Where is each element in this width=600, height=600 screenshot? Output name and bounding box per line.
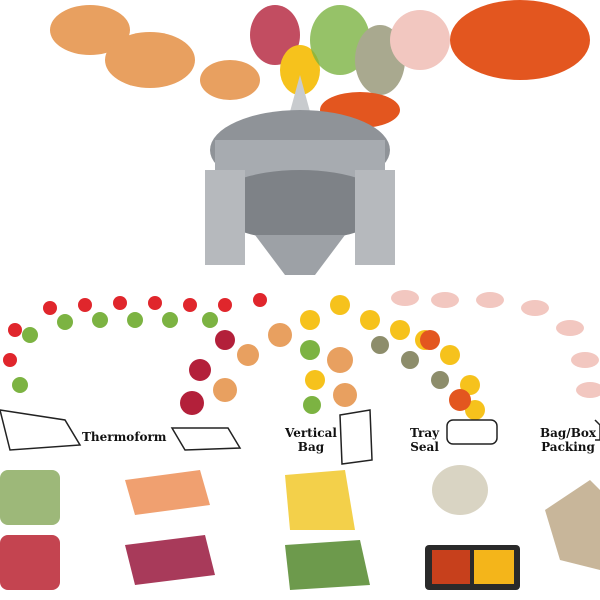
food-spray-top: [50, 0, 590, 128]
package-icons: [0, 409, 600, 465]
box-icon: [594, 419, 600, 441]
thermoform-tray-icon: [170, 427, 242, 451]
label-vertical-bag-line2: Bag: [297, 440, 325, 454]
tray-seal-icon: [446, 419, 498, 445]
multihead-weigher-machine: [205, 75, 395, 275]
label-thermoform: Thermoform: [82, 430, 167, 444]
label-bag-box-line2: Packing: [541, 440, 595, 454]
label-tray-seal-line2: Seal: [410, 440, 439, 454]
label-tray-seal: Tray Seal: [410, 426, 439, 454]
food-arcs: [3, 290, 600, 420]
product-photos: [0, 465, 600, 590]
tray-outline-icon: [0, 409, 82, 451]
vertical-bag-icon: [339, 409, 373, 465]
label-bag-box-line1: Bag/Box: [540, 426, 596, 440]
label-vertical-bag-line1: Vertical: [285, 426, 337, 440]
label-tray-seal-line1: Tray: [410, 426, 440, 440]
label-bag-box-packing: Bag/Box Packing: [540, 426, 596, 454]
label-vertical-bag: Vertical Bag: [285, 426, 337, 454]
